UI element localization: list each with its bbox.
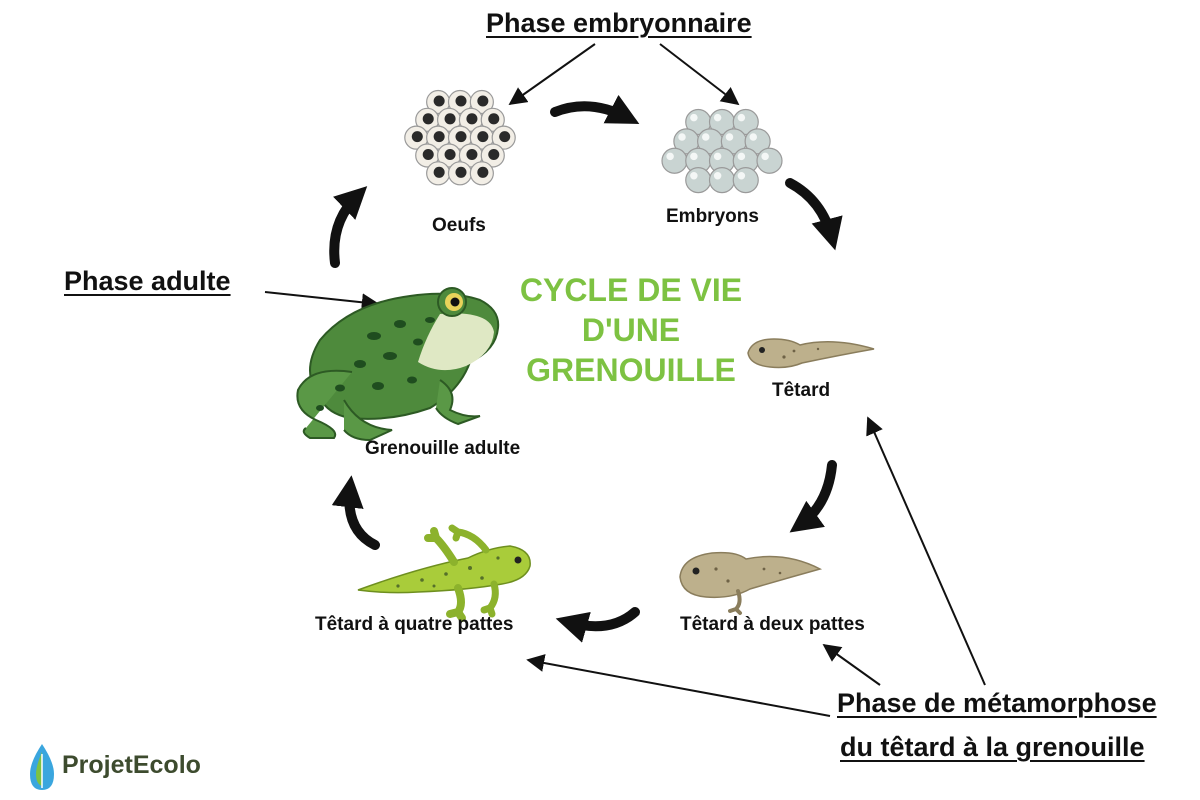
embryo-highlight — [690, 172, 698, 180]
pointer-embryonnaire-oeufs — [508, 43, 596, 106]
adult-frog-illustration — [296, 287, 500, 442]
embryo-highlight — [690, 152, 698, 161]
title-line-2: D'UNE — [581, 312, 681, 348]
phase-pointers — [264, 43, 986, 717]
label-embryons: Embryons — [666, 206, 759, 227]
cycle-arrow-quatre-pattes-to-adulte — [331, 475, 380, 550]
tadpole-two-legs-illustration — [679, 551, 823, 615]
cycle-arrow-embryons-to-tetard — [785, 178, 843, 251]
embryo-highlight — [737, 113, 746, 122]
egg-core — [433, 95, 445, 107]
label-grenouille-adulte: Grenouille adulte — [365, 438, 521, 459]
egg-core — [455, 131, 467, 143]
embryo-highlight — [725, 133, 734, 141]
embryo-highlight — [749, 133, 757, 141]
egg-core — [488, 113, 500, 125]
embryo-highlight — [666, 152, 674, 161]
egg-core — [499, 131, 511, 143]
logo-drop-icon — [30, 744, 54, 790]
egg-core — [488, 148, 500, 160]
embryos-illustration — [661, 108, 783, 194]
egg-core — [466, 148, 478, 160]
cluster-ball — [756, 147, 783, 174]
phase-metamorphose-line-2: du têtard à la grenouille — [840, 732, 1145, 762]
embryo-highlight — [690, 113, 698, 122]
cluster-ball — [708, 167, 736, 194]
egg-core — [444, 113, 456, 125]
phase-embryonnaire: Phase embryonnaire — [486, 8, 752, 38]
embryo-highlight — [713, 172, 722, 180]
egg-core — [411, 131, 423, 143]
cycle-arrow-tetard-to-deux-pattes — [789, 460, 837, 533]
embryo-highlight — [713, 113, 722, 122]
diagram-title: CYCLE DE VIE D'UNE GRENOUILLE — [495, 270, 767, 390]
embryo-highlight — [678, 133, 686, 141]
cluster-ball — [732, 167, 759, 194]
egg-core — [455, 166, 467, 178]
egg-core — [477, 95, 489, 107]
title-line-3: GRENOUILLE — [526, 352, 736, 388]
egg-core — [455, 95, 467, 107]
pointer-metamorphose-tetard — [866, 416, 986, 686]
phase-adulte: Phase adulte — [64, 266, 231, 296]
logo-text: ProjetEcolo — [62, 751, 201, 779]
phase-metamorphose-line-1: Phase de métamorphose — [837, 688, 1157, 718]
egg-core — [422, 113, 434, 125]
cycle-arrows — [329, 94, 843, 643]
embryo-highlight — [737, 152, 746, 161]
tadpole-four-legs-illustration — [357, 524, 531, 622]
cluster-ball — [661, 147, 688, 174]
egg-core — [466, 113, 478, 125]
egg-core — [444, 148, 456, 160]
cycle-arrow-adulte-to-oeufs — [329, 186, 368, 268]
pointer-metamorphose-deux-pattes — [822, 643, 881, 686]
title-line-1: CYCLE DE VIE — [519, 272, 743, 308]
embryo-highlight — [702, 133, 710, 141]
egg-core — [422, 148, 434, 160]
egg-core — [433, 131, 445, 143]
egg-core — [477, 166, 489, 178]
tadpole-illustration — [747, 338, 875, 369]
cycle-arrow-deux-to-quatre-pattes — [555, 607, 640, 643]
embryo-highlight — [761, 152, 769, 161]
eggs-illustration — [404, 89, 516, 186]
pointer-adulte — [264, 291, 380, 312]
cycle-arrow-oeufs-to-embryons — [550, 94, 640, 124]
label-tetard-deux-pattes: Têtard à deux pattes — [680, 614, 865, 635]
egg-core — [433, 166, 445, 178]
label-tetard: Têtard — [772, 380, 831, 401]
label-oeufs: Oeufs — [432, 215, 486, 236]
label-tetard-quatre-pattes: Têtard à quatre pattes — [315, 614, 514, 635]
embryo-highlight — [737, 172, 746, 180]
egg-core — [477, 131, 489, 143]
pointer-metamorphose-quatre-pattes — [526, 654, 831, 717]
cluster-ball — [685, 167, 712, 194]
pointer-embryonnaire-embryons — [659, 43, 740, 106]
embryo-highlight — [713, 152, 722, 161]
